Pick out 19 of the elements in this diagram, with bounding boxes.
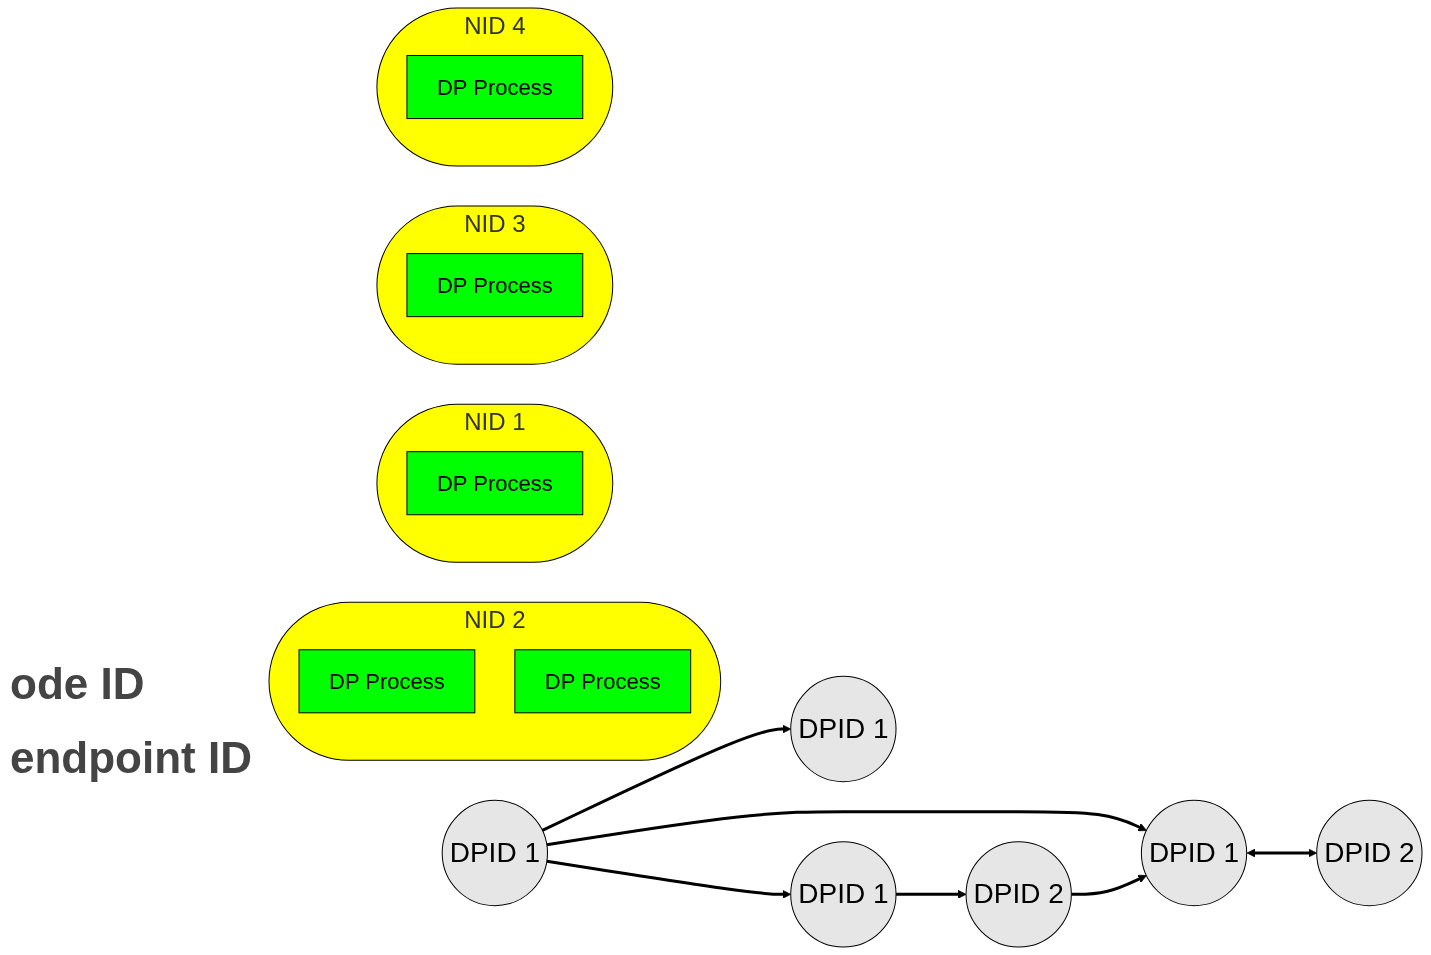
arrow bbox=[546, 859, 792, 899]
node-circle: DPID 1 bbox=[441, 799, 548, 907]
node-box: DP Process bbox=[514, 649, 692, 714]
arrow bbox=[1071, 874, 1147, 896]
arrow bbox=[896, 889, 967, 899]
node-circle: DPID 1 bbox=[1140, 799, 1248, 907]
node-box: DP Process bbox=[406, 451, 584, 516]
arrow bbox=[546, 810, 1147, 847]
arrow bbox=[1246, 848, 1318, 858]
node-circle: DPID 2 bbox=[965, 841, 1072, 948]
note-text: ode ID bbox=[10, 659, 146, 709]
node-box: DP Process bbox=[406, 253, 584, 318]
node-box: DP Process bbox=[298, 649, 476, 714]
node-box: DP Process bbox=[406, 55, 584, 120]
node-circle: DPID 1 bbox=[790, 675, 897, 783]
node-circle: DPID 1 bbox=[790, 841, 897, 948]
node-circle: DPID 2 bbox=[1316, 799, 1423, 907]
note-text: endpoint ID bbox=[10, 733, 253, 783]
arrow bbox=[541, 724, 792, 832]
